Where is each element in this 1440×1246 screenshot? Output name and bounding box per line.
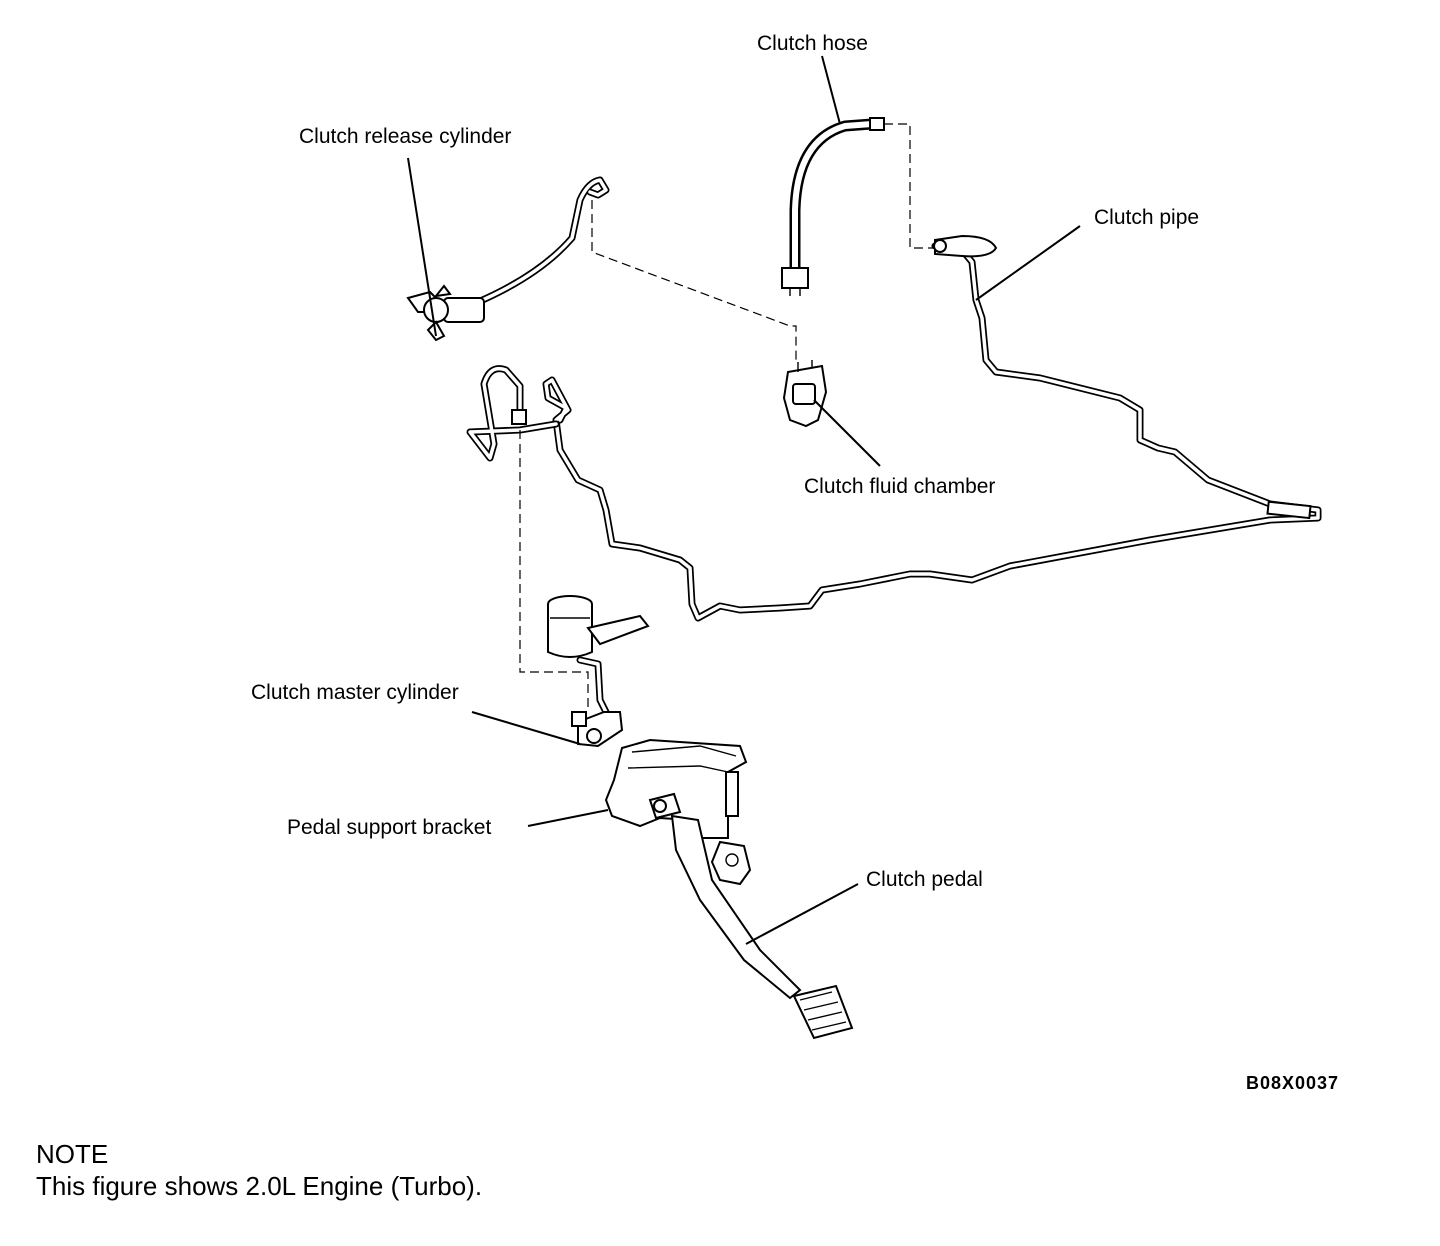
clutch-fluid-chamber-part bbox=[782, 360, 828, 428]
label-clutch-hose: Clutch hose bbox=[757, 32, 868, 55]
note-text: This figure shows 2.0L Engine (Turbo). bbox=[36, 1171, 483, 1201]
clutch-pipe-part bbox=[466, 234, 1322, 622]
leader-lines bbox=[407, 55, 1081, 945]
connection-lines bbox=[519, 123, 934, 712]
figure-code: B08X0037 bbox=[1246, 1073, 1340, 1093]
note-block: NOTE This figure shows 2.0L Engine (Turb… bbox=[36, 1138, 482, 1202]
label-clutch-pipe: Clutch pipe bbox=[1094, 206, 1200, 229]
label-clutch-release-cylinder: Clutch release cylinder bbox=[299, 125, 512, 148]
label-clutch-master-cylinder: Clutch master cylinder bbox=[251, 681, 459, 704]
clutch-system-diagram bbox=[406, 55, 1322, 1040]
label-pedal-support-bracket: Pedal support bracket bbox=[287, 816, 492, 839]
clutch-hose-part bbox=[781, 117, 885, 296]
note-heading: NOTE bbox=[36, 1139, 109, 1169]
clutch-master-cylinder-part bbox=[547, 595, 650, 748]
label-clutch-fluid-chamber: Clutch fluid chamber bbox=[804, 475, 996, 498]
clutch-release-cylinder-part bbox=[406, 176, 610, 342]
label-clutch-pedal: Clutch pedal bbox=[866, 868, 983, 891]
clutch-pedal-part bbox=[670, 814, 854, 1040]
